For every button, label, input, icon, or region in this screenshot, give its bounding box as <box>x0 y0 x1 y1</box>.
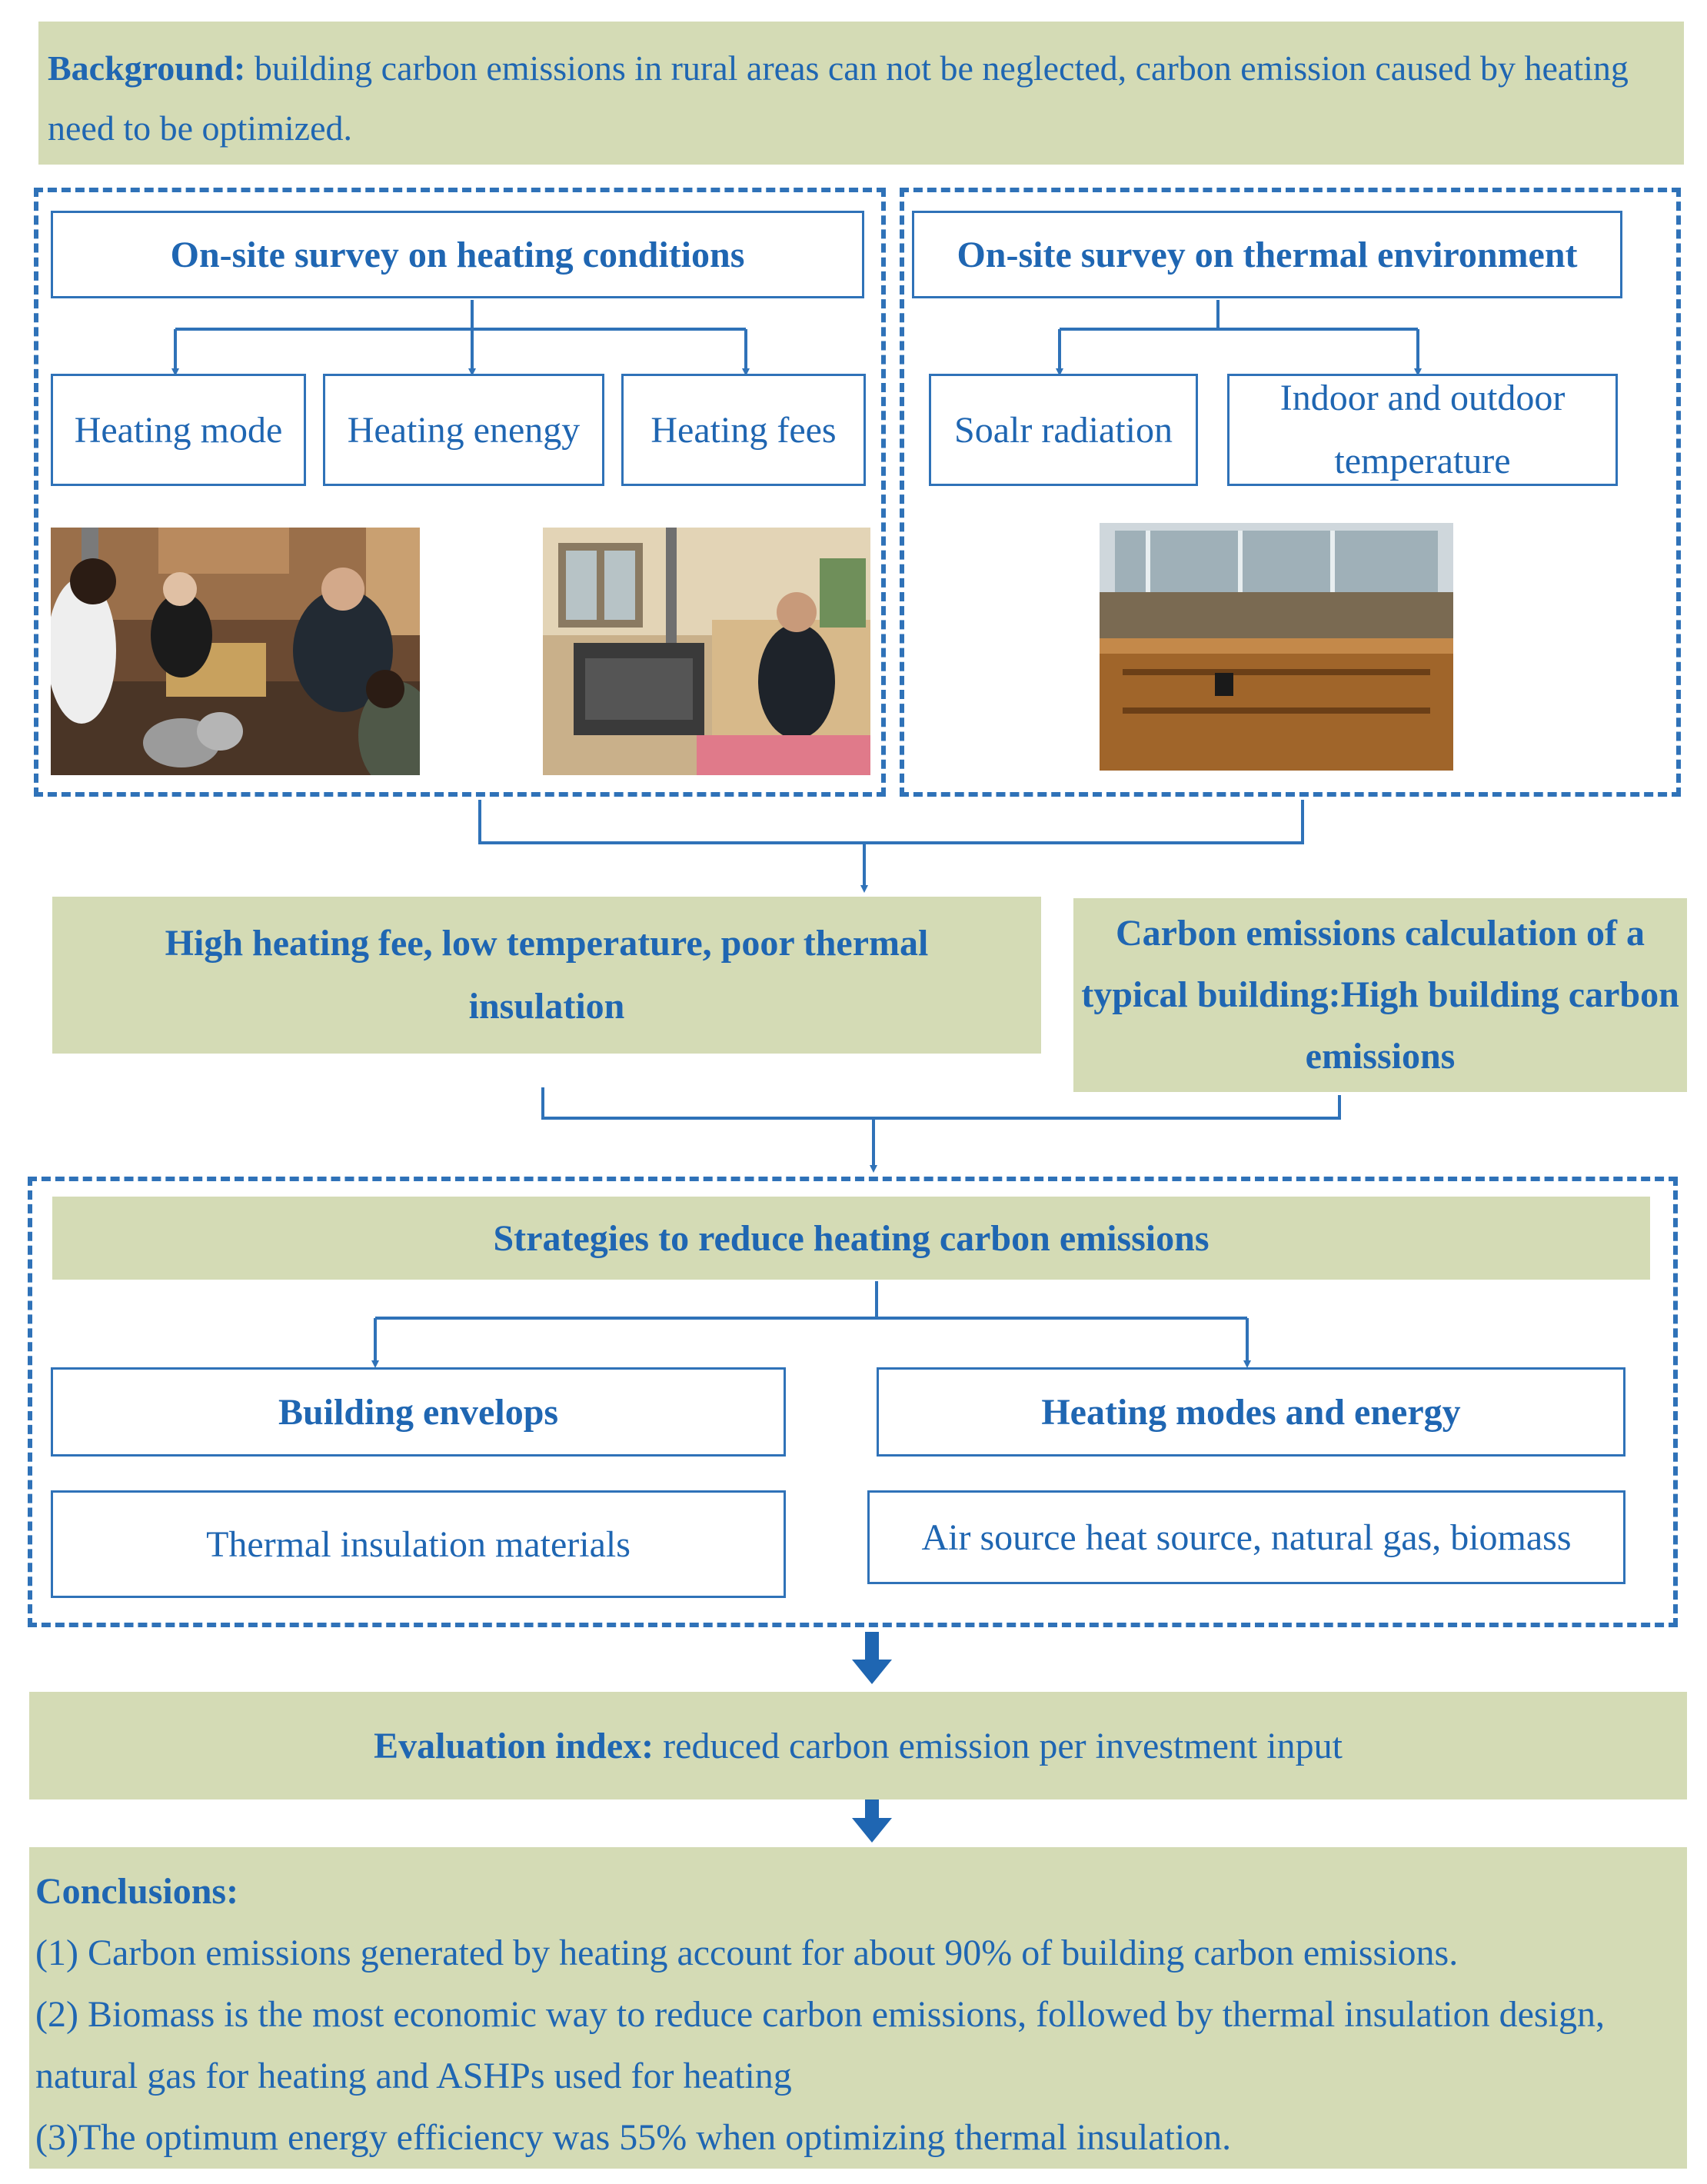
conclusion-item-3: (3)The optimum energy efficiency was 55%… <box>35 2117 1232 2158</box>
survey-photo-sensor <box>1100 523 1453 771</box>
survey-heating-panel <box>34 188 886 797</box>
survey-thermal-panel <box>900 188 1681 797</box>
background-banner: Background: building carbon emissions in… <box>38 22 1684 165</box>
thermal-insulation-box: Thermal insulation materials <box>51 1490 786 1598</box>
strategies-title: Strategies to reduce heating carbon emis… <box>52 1197 1650 1280</box>
building-envelops-box: Building envelops <box>51 1367 786 1457</box>
survey-merge-bracket <box>478 800 1304 844</box>
survey-thermal-title: On-site survey on thermal environment <box>912 211 1622 298</box>
survey-heating-title: On-site survey on heating conditions <box>51 211 864 298</box>
background-text: building carbon emissions in rural areas… <box>48 48 1629 148</box>
survey-photo-interview <box>51 528 420 775</box>
heating-fees-box: Heating fees <box>621 374 866 486</box>
heating-mode-box: Heating mode <box>51 374 306 486</box>
findings-left-box: High heating fee, low temperature, poor … <box>52 897 1041 1054</box>
findings-right-box: Carbon emissions calculation of a typica… <box>1073 898 1687 1092</box>
conclusions-block: Conclusions: (1) Carbon emissions genera… <box>29 1847 1687 2169</box>
solar-radiation-box: Soalr radiation <box>929 374 1198 486</box>
indoor-outdoor-temperature-box: Indoor and outdoor temperature <box>1227 374 1618 486</box>
evaluation-text: reduced carbon emission per investment i… <box>654 1725 1343 1766</box>
down-arrow-to-conclusions <box>852 1799 892 1843</box>
evaluation-banner: Evaluation index: reduced carbon emissio… <box>29 1692 1687 1799</box>
findings-merge-bracket <box>541 1087 1341 1120</box>
down-arrow-to-evaluation <box>852 1632 892 1684</box>
conclusion-item-2: (2) Biomass is the most economic way to … <box>35 1994 1605 2096</box>
strategies-panel <box>28 1177 1678 1627</box>
evaluation-label: Evaluation index: <box>374 1725 654 1766</box>
heating-modes-energy-box: Heating modes and energy <box>877 1367 1625 1457</box>
heating-sources-box: Air source heat source, natural gas, bio… <box>867 1490 1625 1584</box>
survey-photo-stove <box>543 528 870 775</box>
heating-energy-box: Heating enengy <box>323 374 604 486</box>
conclusion-item-1: (1) Carbon emissions generated by heatin… <box>35 1933 1459 1973</box>
conclusions-title: Conclusions: <box>35 1871 239 1912</box>
background-label: Background: <box>48 48 246 88</box>
